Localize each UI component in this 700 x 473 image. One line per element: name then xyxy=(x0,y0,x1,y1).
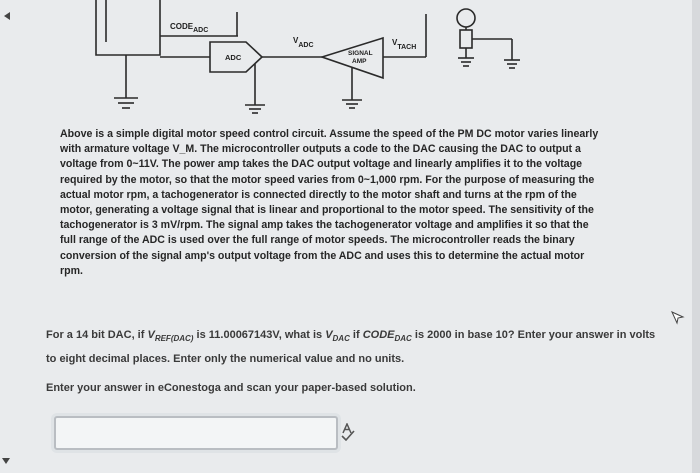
signal-amp-label-line1: SIGNAL xyxy=(348,50,373,57)
v-adc-label: VADC xyxy=(293,36,314,49)
question-text: For a 14 bit DAC, if VREF(DAC) is 11.000… xyxy=(46,329,656,366)
problem-description: Above is a simple digital motor speed co… xyxy=(60,128,599,277)
answer-input[interactable] xyxy=(54,416,338,450)
circuit-diagram: CODEADC ADC VADC SIGNAL AMP VTACH xyxy=(95,0,520,114)
spell-check-icon[interactable] xyxy=(340,423,356,441)
scrollbar[interactable] xyxy=(692,0,700,473)
mouse-cursor-icon xyxy=(671,311,685,325)
adc-block-label: ADC xyxy=(225,53,242,62)
scroll-down-arrow-icon[interactable] xyxy=(2,458,10,464)
code-adc-label: CODEADC xyxy=(170,22,208,34)
scroll-left-arrow-icon[interactable] xyxy=(4,12,10,20)
submission-instruction: Enter your answer in eConestoga and scan… xyxy=(46,382,416,394)
v-tach-label: VTACH xyxy=(392,38,416,51)
signal-amp-label-line2: AMP xyxy=(352,58,367,65)
